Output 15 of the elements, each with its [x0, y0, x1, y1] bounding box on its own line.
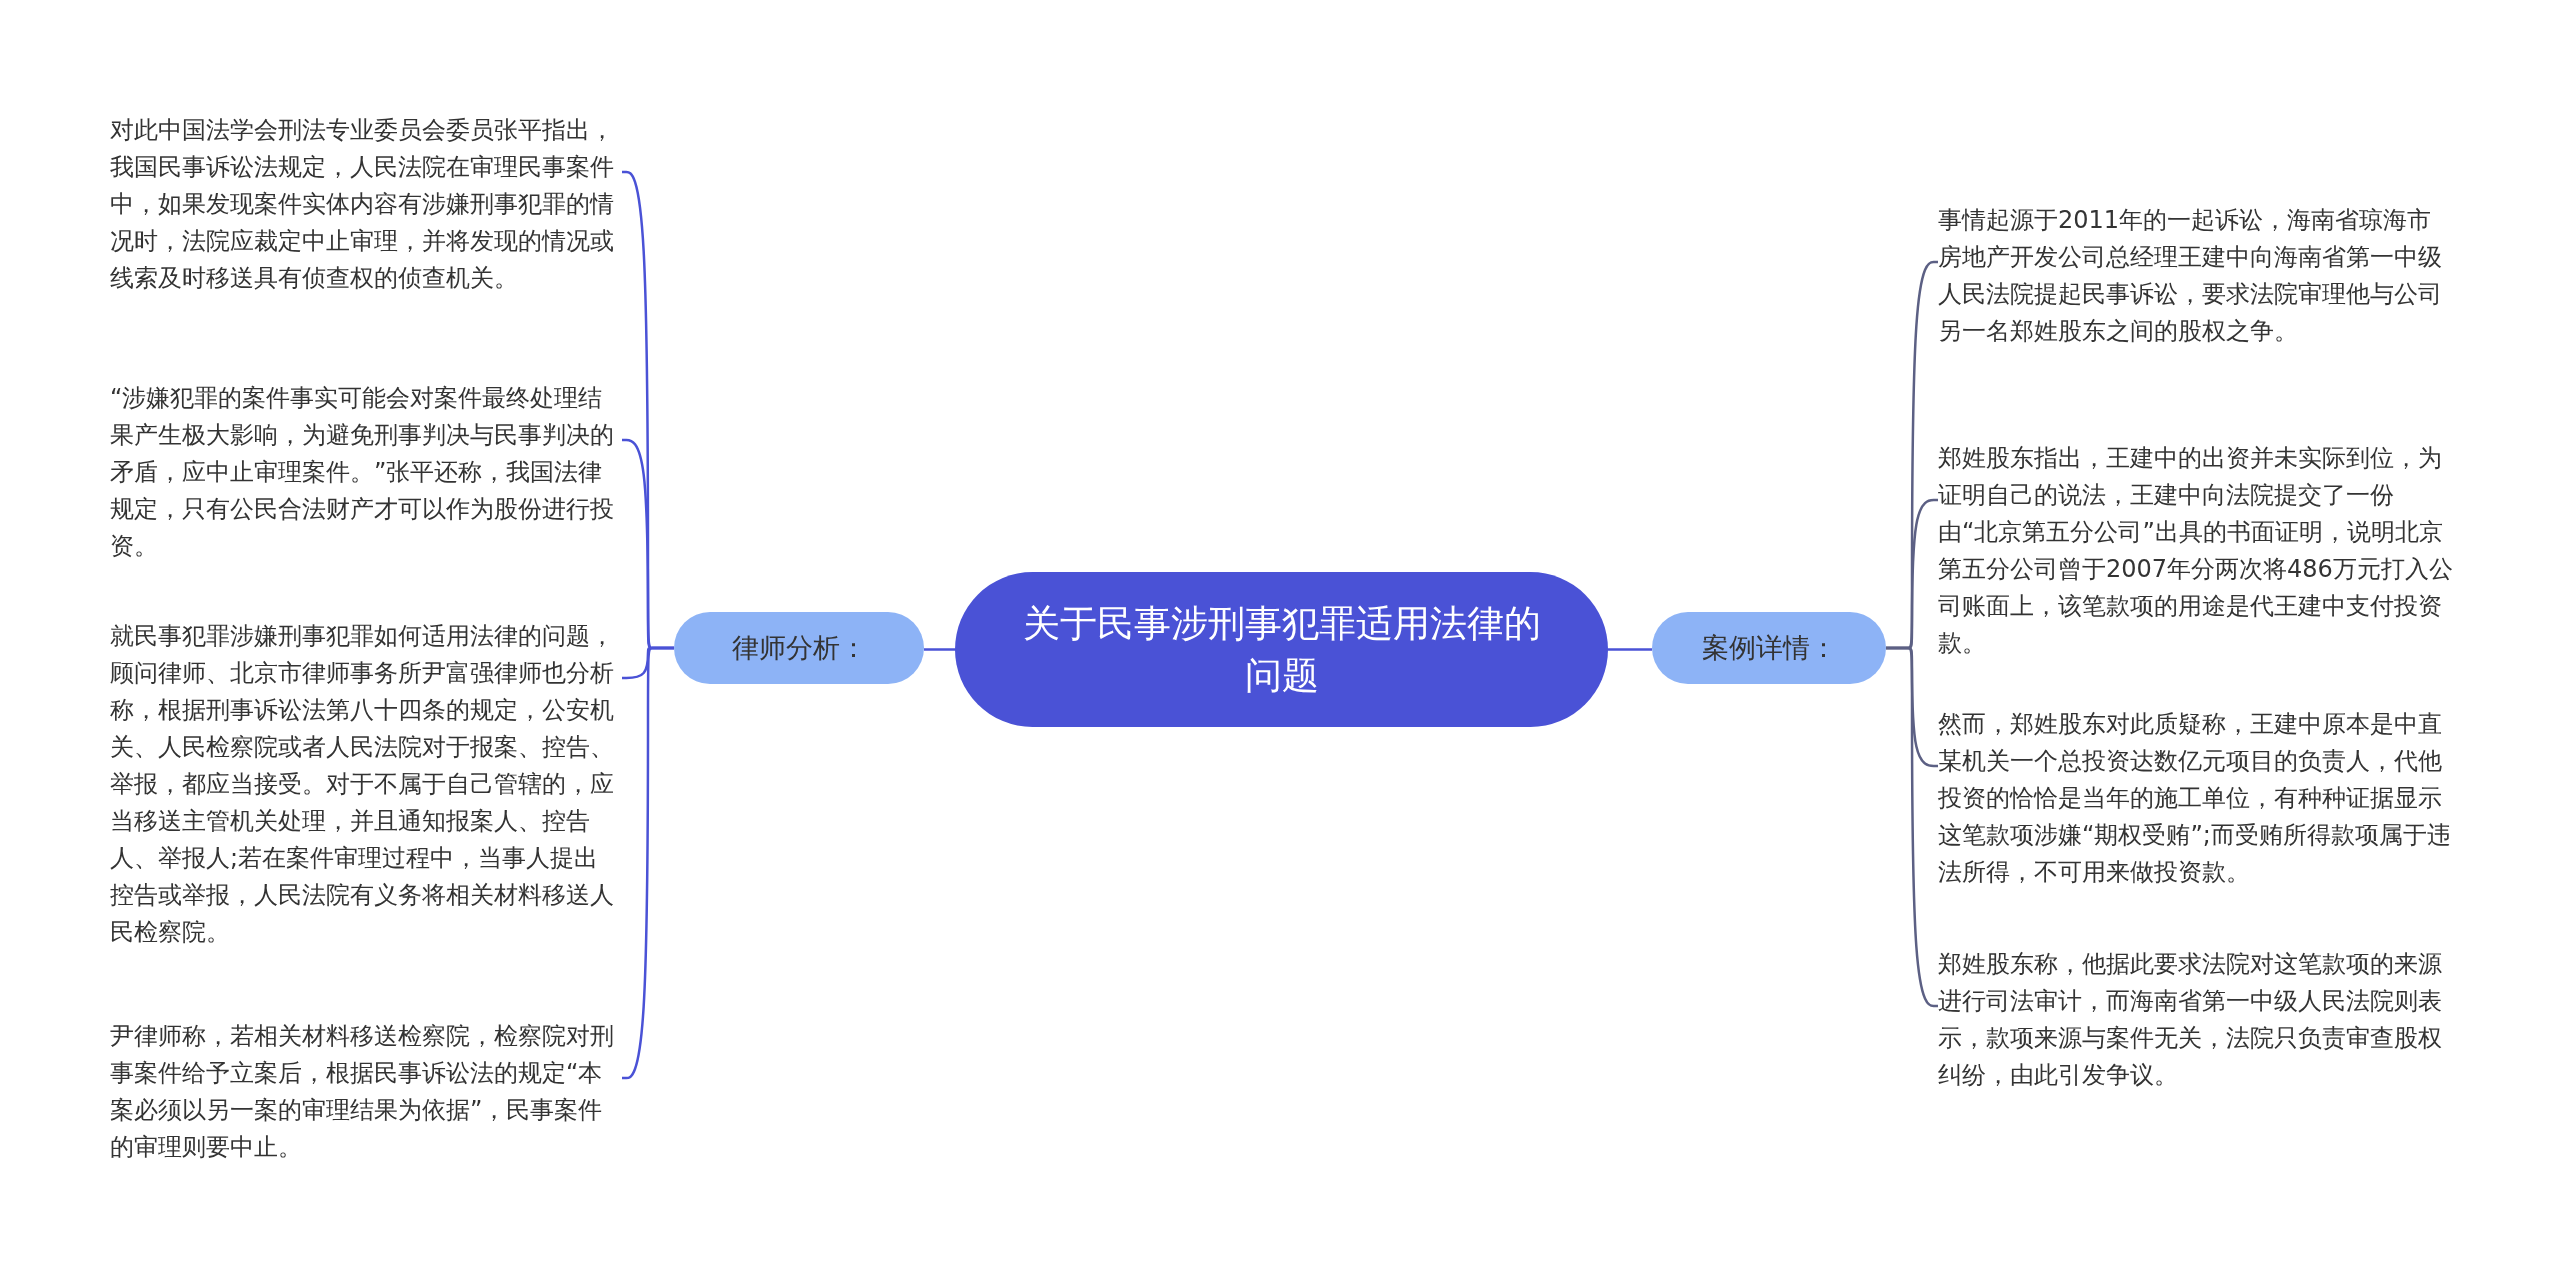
- central-topic: 关于民事涉刑事犯罪适用法律的问题: [955, 572, 1608, 727]
- note-text: “涉嫌犯罪的案件事实可能会对案件最终处理结果产生极大影响，为避免刑事判决与民事判决的矛盾，应中止审理案件。”张平还称，我国法律规定，只有公民合法财产才可以作为股份进行投资。: [110, 380, 622, 565]
- note-text: 对此中国法学会刑法专业委员会委员张平指出，我国民事诉讼法规定，人民法院在审理民事案件中，如果发现案件实体内容有涉嫌刑事犯罪的情况时，法院应裁定中止审理，并将发现的情况或线索及时移送具有侦查权的侦查机关。: [110, 112, 622, 312]
- connector-line: [1886, 646, 1940, 1008]
- note-text: 郑姓股东称，他据此要求法院对这笔款项的来源进行司法审计，而海南省第一中级人民法院则表示，款项来源与案件无关，法院只负责审查股权纠纷，由此引发争议。: [1938, 946, 2453, 1094]
- connector-line: [1608, 648, 1652, 651]
- connector-line: [620, 646, 674, 1080]
- note-text: 就民事犯罪涉嫌刑事犯罪如何适用法律的问题，顾问律师、北京市律师事务所尹富强律师也分析称，根据刑事诉讼法第八十四条的规定，公安机关、人民检察院或者人民法院对于报案、控告、举报，都应当接受。对于不属于自己管辖的，应当移送主管机关处理，并且通知报案人、控告人、举报人;若在案件审理过程中，当事人提出控告或举报，人民法院有义务将相关材料移送人民检察院。: [110, 618, 622, 958]
- note-text: 尹律师称，若相关材料移送检察院，检察院对刑事案件给予立案后，根据民事诉讼法的规定“本案必须以另一案的审理结果为依据”，民事案件的审理则要中止。: [110, 1018, 622, 1166]
- note-text: 郑姓股东指出，王建中的出资并未实际到位，为证明自己的说法，王建中向法院提交了一份由“北京第五分公司”出具的书面证明，说明北京第五分公司曾于2007年分两次将486万元打入公司账面上，该笔款项的用途是代王建中支付投资款。: [1938, 440, 2453, 662]
- branch-topic: 律师分析：: [674, 612, 924, 684]
- note-text: 事情起源于2011年的一起诉讼，海南省琼海市房地产开发公司总经理王建中向海南省第一中级人民法院提起民事诉讼，要求法院审理他与公司另一名郑姓股东之间的股权之争。: [1938, 202, 2453, 367]
- connector-line: [924, 648, 955, 651]
- branch-topic: 案例详情：: [1652, 612, 1886, 684]
- note-text: 然而，郑姓股东对此质疑称，王建中原本是中直某机关一个总投资达数亿元项目的负责人，代他投资的恰恰是当年的施工单位，有种种证据显示这笔款项涉嫌“期权受贿”;而受贿所得款项属于违法所得，不可用来做投资款。: [1938, 706, 2453, 891]
